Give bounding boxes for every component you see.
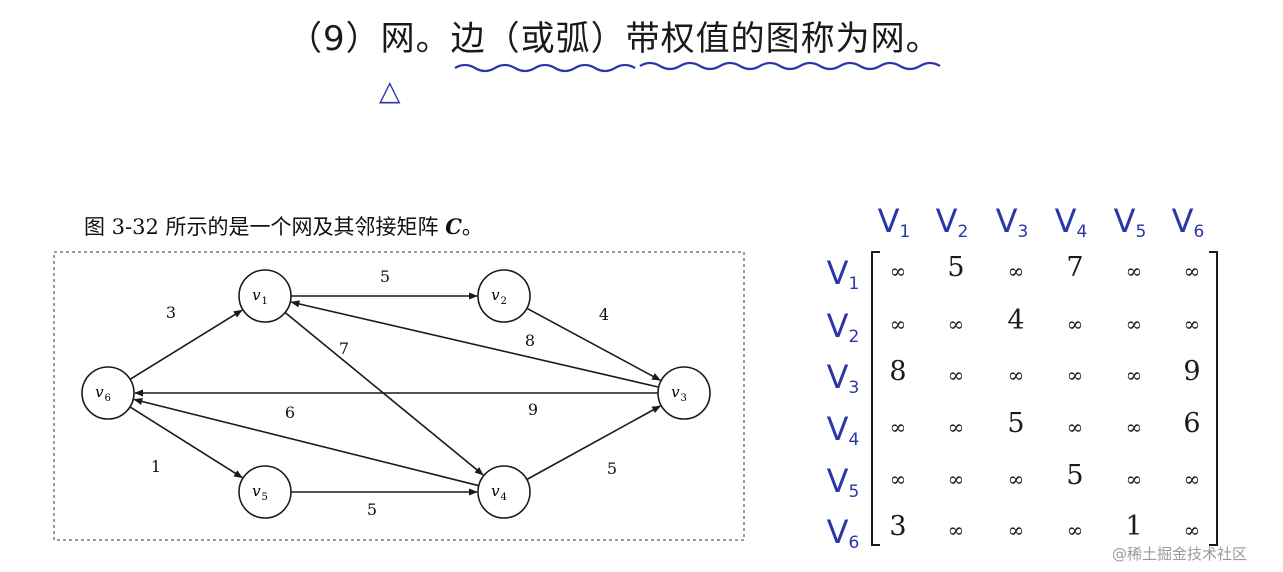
row-label-5: V5 [827,462,860,502]
heading-underline-1 [454,63,636,73]
matrix-cell-r1-c3: ∞ [1008,259,1025,283]
caption-matrix-name: C [445,214,462,239]
edge-v4-v6 [133,397,479,487]
matrix-cell-r3-c6: 9 [1183,356,1200,387]
node-v3 [657,366,711,420]
matrix-cell-r4-c3: 5 [1007,408,1024,439]
triangle-mark: △ [379,74,401,107]
edge-weight-v6-v1: 3 [166,303,176,322]
edge-weight-v6-v5: 1 [151,457,161,476]
column-label-1: V1 [878,202,911,242]
node-v1 [238,269,292,323]
matrix-cell-r2-c3: 4 [1007,305,1024,336]
matrix-cell-r6-c3: ∞ [1008,518,1025,542]
matrix-cell-r3-c5: ∞ [1126,363,1143,387]
caption-suffix: 。 [461,215,483,239]
row-label-1: V1 [827,254,860,294]
matrix-column-labels: V1 V2 V3 V4 V5 V6 [878,202,1205,242]
matrix-cell-r6-c4: ∞ [1067,518,1084,542]
row-label-2: V2 [827,307,860,347]
matrix-cell-r6-c1: 3 [889,511,906,542]
edge-weight-v4-v3: 5 [607,459,617,478]
edge-weight-v2-v3: 4 [599,305,609,324]
matrix-cell-r5-c2: ∞ [948,467,965,491]
matrix-cell-r1-c6: ∞ [1184,259,1201,283]
matrix-cell-r4-c1: ∞ [890,415,907,439]
row-label-4: V4 [827,410,860,450]
row-label-6: V6 [827,513,860,553]
matrix-cell-r6-c6: ∞ [1184,518,1201,542]
matrix-cell-r6-c5: 1 [1125,511,1142,542]
matrix-cell-r5-c3: ∞ [1008,467,1025,491]
matrix-cell-r4-c2: ∞ [948,415,965,439]
matrix-cell-r2-c2: ∞ [948,312,965,336]
section-heading: （9）网。边（或弧）带权值的图称为网。 [288,19,941,59]
edge-v6-v1 [129,309,243,380]
figure-caption: 图 3-32 所示的是一个网及其邻接矩阵 C。 [84,210,483,244]
matrix-cells: ∞ 5 ∞ 7 ∞ ∞ ∞ ∞ 4 ∞ ∞ ∞ 8 ∞ ∞ ∞ ∞ 9 ∞ ∞ 5 ∞ ∞ 6 ∞ ∞ ∞ 5 ∞ ∞ 3 ∞ ∞ ∞ 1 ∞ [889,252,1200,542]
matrix-cell-r4-c6: 6 [1183,408,1200,439]
matrix-cell-r6-c2: ∞ [948,518,965,542]
matrix-cell-r4-c4: ∞ [1067,415,1084,439]
edge-v6-v5 [129,406,243,479]
matrix-cell-r2-c1: ∞ [890,312,907,336]
matrix-cell-r5-c5: ∞ [1126,467,1143,491]
edge-v4-v3 [526,405,662,481]
matrix-cell-r2-c4: ∞ [1067,312,1084,336]
matrix-cell-r3-c3: ∞ [1008,363,1025,387]
heading-underline-2 [639,61,941,71]
matrix-cell-r1-c2: 5 [947,252,964,283]
matrix-cell-r4-c5: ∞ [1126,415,1143,439]
matrix-cell-r5-c4: 5 [1066,460,1083,491]
matrix-cell-r5-c6: ∞ [1184,467,1201,491]
matrix-cell-r1-c1: ∞ [890,259,907,283]
matrix-left-bracket [871,251,880,546]
matrix-cell-r3-c1: 8 [889,356,906,387]
column-label-2: V2 [936,202,969,242]
matrix-cell-r3-c4: ∞ [1067,363,1084,387]
column-label-5: V5 [1114,202,1147,242]
graph-edges: 3 5 4 8 7 9 6 1 5 5 [129,267,662,519]
edge-weight-v3-v1: 8 [525,331,535,350]
column-label-3: V3 [996,202,1029,242]
node-v2 [477,269,531,323]
caption-text: 图 3-32 所示的是一个网及其邻接矩阵 [84,215,446,239]
edge-weight-v3-v6: 9 [528,400,538,419]
figure-frame [53,251,745,541]
edge-weight-v5-v4: 5 [367,500,377,519]
matrix-cell-r3-c2: ∞ [948,363,965,387]
edge-weight-v1-v4: 7 [339,339,349,358]
edge-weight-v4-v6: 6 [285,403,295,422]
node-v4 [477,465,531,519]
node-v5 [238,465,292,519]
edge-weight-v1-v2: 5 [380,267,390,286]
column-label-6: V6 [1172,202,1205,242]
node-v6 [81,366,135,420]
matrix-cell-r1-c5: ∞ [1126,259,1143,283]
matrix-cell-r2-c5: ∞ [1126,312,1143,336]
matrix-cell-r2-c6: ∞ [1184,312,1201,336]
edge-v2-v3 [526,307,661,381]
matrix-cell-r1-c4: 7 [1066,252,1083,283]
edge-v3-v1 [290,300,659,388]
column-label-4: V4 [1055,202,1088,242]
watermark: @稀土掘金技术社区 [1112,545,1248,563]
row-label-3: V3 [827,358,860,398]
matrix-right-bracket [1209,251,1218,546]
matrix-cell-r5-c1: ∞ [890,467,907,491]
